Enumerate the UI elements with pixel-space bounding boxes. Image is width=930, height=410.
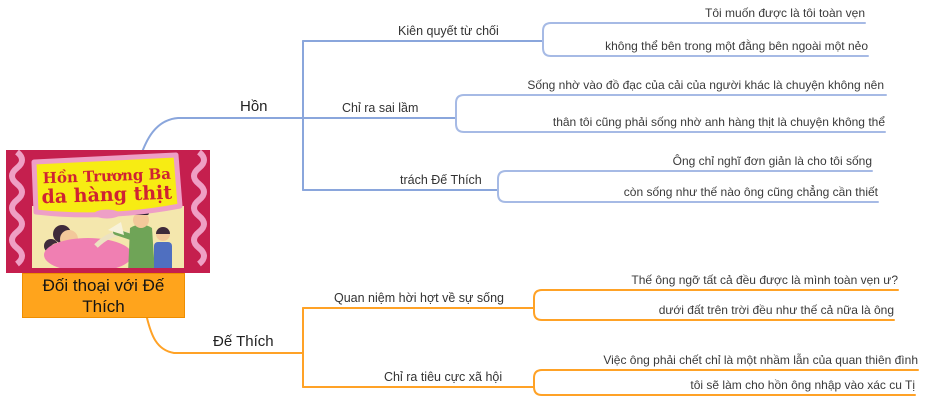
- poster-right-ornament: [191, 150, 207, 267]
- leafpair-kien-quyet-bracket: [542, 22, 869, 57]
- poster-left-ornament: [9, 150, 25, 267]
- leaf-khong-the-ben-trong[interactable]: không thể bên trong một đằng bên ngoài m…: [605, 39, 868, 53]
- subbranch-kien-quyet-label[interactable]: Kiên quyết từ chối: [398, 24, 499, 38]
- poster-title-line2: da hàng thịt: [41, 182, 173, 209]
- branch-de-thich-label[interactable]: Đế Thích: [213, 333, 274, 350]
- poster-bottom-strip: [6, 268, 210, 273]
- root-poster-image[interactable]: Hồn Trương Ba da hàng thịt: [6, 150, 210, 273]
- subbranch-trach-de-thich-label[interactable]: trách Đế Thích: [400, 173, 482, 187]
- leafpair-trach-bracket: [497, 170, 879, 203]
- branch-hon-label[interactable]: Hồn: [240, 98, 268, 115]
- subbranch-tieu-cuc-label[interactable]: Chỉ ra tiêu cực xã hội: [384, 370, 503, 384]
- subbranch-quan-niem-label[interactable]: Quan niệm hời hợt về sự sống: [334, 291, 504, 305]
- root-node[interactable]: Đối thoại với Đế Thích: [22, 273, 185, 318]
- poster-green-man-head: [133, 212, 149, 228]
- poster-boy-hair: [156, 227, 170, 234]
- leaf-ong-chi-nghi[interactable]: Ông chỉ nghĩ đơn giản là cho tôi sống: [672, 154, 872, 168]
- leaf-viec-ong-phai-chet[interactable]: Việc ông phải chết chỉ là một nhầm lẫn c…: [603, 353, 918, 367]
- poster-title-line1: Hồn Trương Ba: [42, 165, 171, 187]
- poster-boy-body: [154, 242, 172, 273]
- poster-fan: [108, 222, 124, 235]
- leafpair-tieu-cuc-bracket: [533, 369, 919, 396]
- poster-green-man-body: [128, 224, 155, 273]
- leafpair-sai-lam-bracket: [455, 94, 887, 133]
- leaf-song-nho-do-dac[interactable]: Sống nhờ vào đồ đạc của cải của người kh…: [527, 78, 884, 92]
- leafpair-quan-niem-bracket: [533, 289, 899, 321]
- leaf-the-ong-ngo[interactable]: Thế ông ngỡ tất cả đều được là mình toàn…: [631, 273, 898, 287]
- leaf-duoi-dat-tren-troi[interactable]: dưới đất trên trời đều như thế cả nữa là…: [658, 303, 894, 317]
- leaf-toi-se-lam[interactable]: tôi sẽ làm cho hồn ông nhập vào xác cu T…: [690, 378, 915, 392]
- leaf-than-toi-song-nho[interactable]: thân tôi cũng phải sống nhờ anh hàng thị…: [552, 115, 885, 129]
- leaf-toi-muon[interactable]: Tôi muốn được là tôi toàn vẹn: [705, 6, 865, 20]
- subbranch-chi-ra-sai-lam-label[interactable]: Chỉ ra sai lầm: [342, 101, 419, 115]
- root-to-de-thich-connector: [146, 317, 304, 354]
- leaf-con-song-nhu-the-nao[interactable]: còn sống như thế nào ông cũng chẳng cần …: [623, 185, 878, 199]
- poster-blanket: [44, 238, 132, 272]
- poster-banner-bow: [94, 209, 120, 219]
